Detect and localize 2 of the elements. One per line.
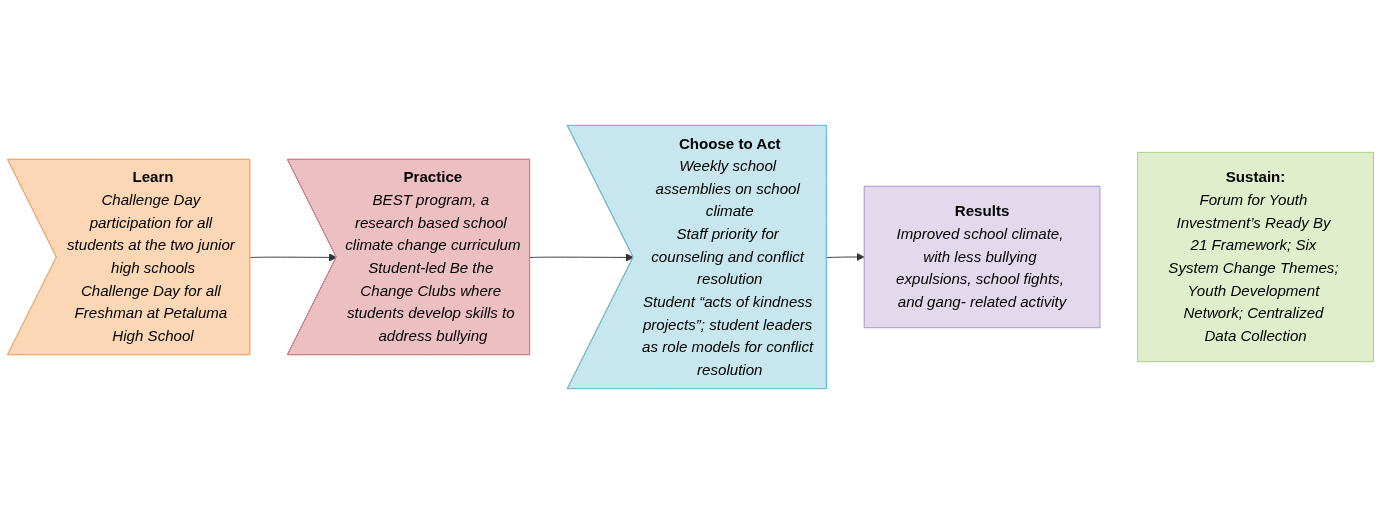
node-box: Results Improved school climate, with less bullying expulsions, school fights, and gang- related activity (863, 185, 1101, 329)
node-box: Sustain: Forum for Youth Investment’s Ready By 21 Framework; Six System Change Themes; Youth Development Network; Centralized Data Collection (1137, 151, 1374, 363)
